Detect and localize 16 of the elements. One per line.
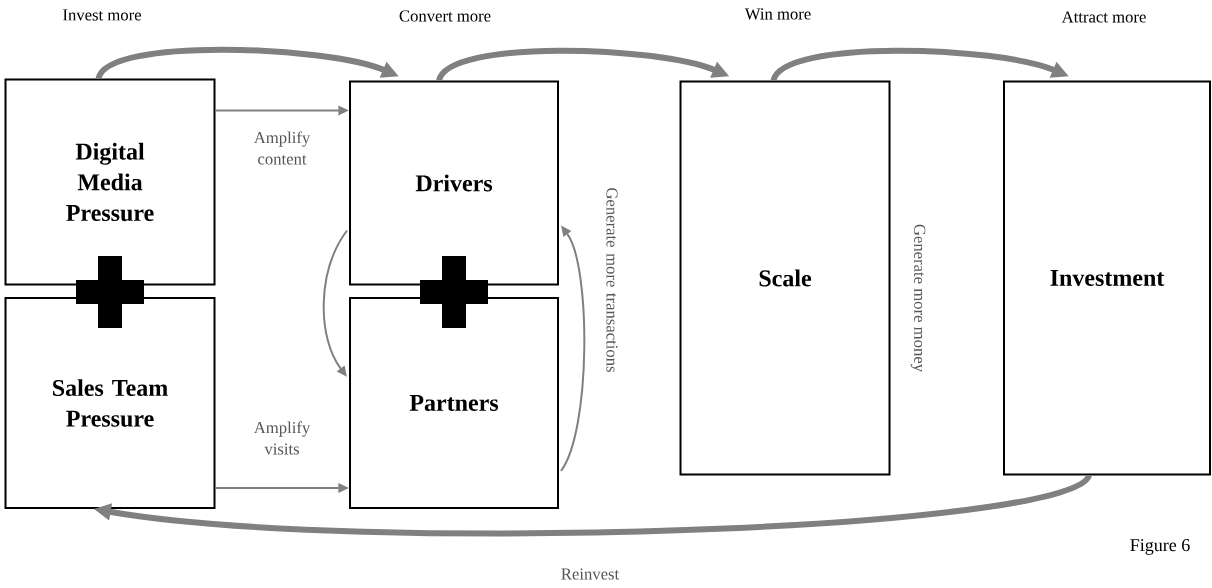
box: Sales Team Pressure bbox=[4, 297, 216, 509]
edge-label: Amplify content bbox=[253, 131, 311, 165]
box: Investment bbox=[1003, 80, 1211, 476]
arc-label: Invest more bbox=[63, 9, 141, 21]
box: Drivers bbox=[349, 80, 559, 286]
box: Scale bbox=[679, 80, 891, 476]
edge-label: Amplify visits bbox=[253, 421, 311, 455]
arc-label: Convert more bbox=[399, 10, 491, 22]
box: Digital Media Pressure bbox=[4, 78, 216, 286]
box: Partners bbox=[349, 297, 559, 509]
edge-label: Generate more transactions bbox=[606, 188, 618, 372]
edge-label: Reinvest bbox=[561, 568, 620, 580]
vertical-label: Generate more money bbox=[910, 224, 926, 372]
caption: Figure 6 bbox=[1130, 539, 1190, 555]
arc-label: Attract more bbox=[1061, 11, 1146, 23]
arc-label: Win more bbox=[744, 8, 811, 20]
